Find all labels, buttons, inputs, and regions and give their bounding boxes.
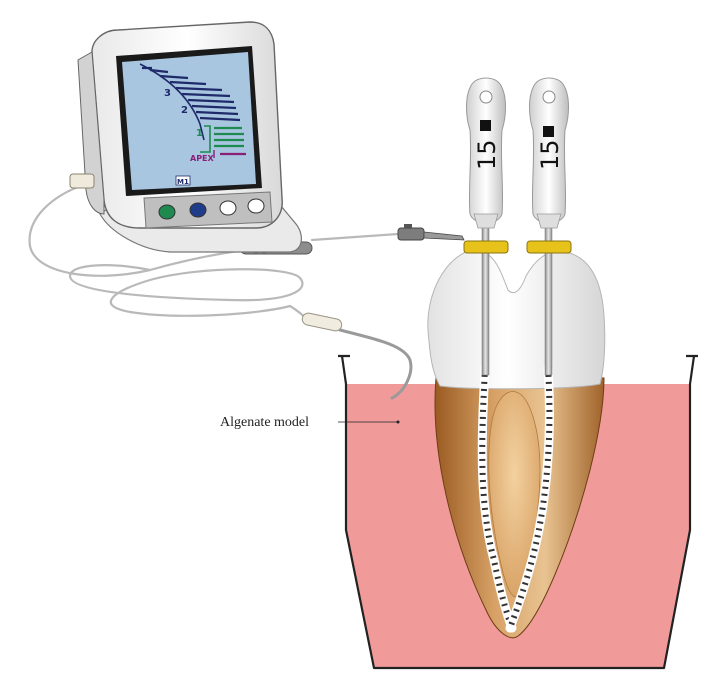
apex-locator-device: 3 2 1 APEX M1 — [69, 21, 302, 253]
cable-coil — [68, 264, 304, 317]
tooth-crown — [427, 249, 606, 390]
algenate-model-label: Algenate model — [220, 415, 309, 430]
scale-label-2: 2 — [181, 105, 188, 116]
endo-file-right: 15 — [526, 77, 572, 376]
endo-file-left: 15 — [463, 77, 509, 376]
scale-guide-curve — [139, 63, 205, 141]
right-canal — [505, 363, 554, 633]
root-canals — [477, 363, 554, 633]
cup-outline — [340, 355, 696, 670]
button-white-1[interactable] — [219, 200, 237, 216]
mode-label: M1 — [177, 178, 189, 186]
apex-label: APEX — [190, 154, 215, 163]
scale-label-3: 3 — [164, 88, 171, 99]
left-canal — [477, 363, 517, 633]
file-color-mark-left — [480, 120, 491, 131]
file-handle-left — [466, 77, 506, 224]
scale-bars-green — [214, 126, 244, 148]
rubber-stopper-right — [526, 240, 572, 254]
file-clip-cable — [310, 232, 400, 242]
scale-bars-blue — [142, 66, 241, 122]
rubber-stopper-left — [463, 240, 509, 254]
file-clip — [397, 224, 465, 241]
tooth — [427, 249, 606, 639]
algenate-callout: Algenate model — [220, 415, 400, 430]
button-white-2[interactable] — [247, 198, 265, 214]
main-cable — [28, 182, 248, 277]
lip-hook — [301, 312, 413, 400]
cables — [28, 182, 400, 324]
file-size-label-right: 15 — [536, 139, 564, 170]
file-handle-right — [529, 77, 569, 224]
file-color-mark-right — [543, 126, 554, 137]
button-green[interactable] — [158, 204, 176, 220]
button-blue[interactable] — [189, 202, 207, 218]
file-size-label-left: 15 — [473, 139, 501, 170]
scale-label-1: 1 — [196, 128, 203, 139]
button-panel — [143, 191, 273, 229]
device-screen — [122, 52, 256, 190]
